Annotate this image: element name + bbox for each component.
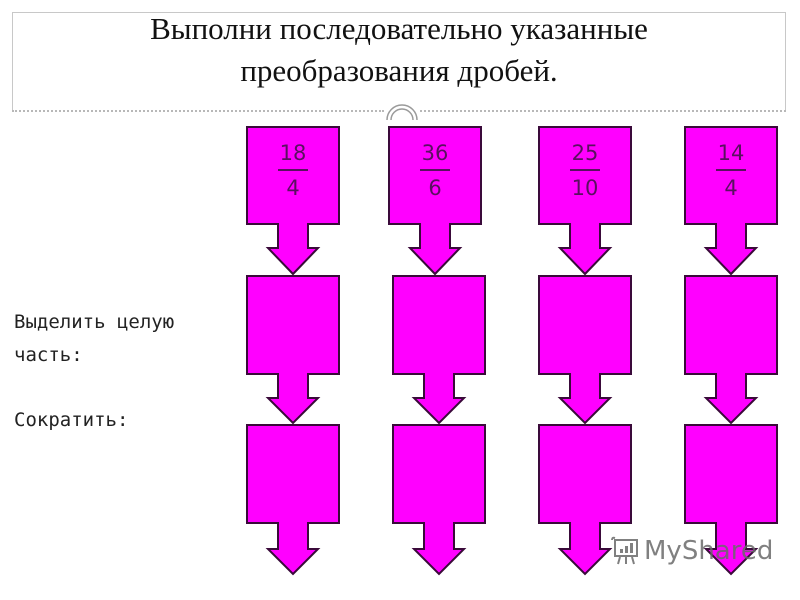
arch-ornament-icon [386, 104, 418, 120]
fraction-column-4: 14 4 [684, 126, 778, 576]
flow-arrows-shape [538, 126, 632, 576]
slide-title: Выполни последовательно указанные преобр… [12, 8, 786, 92]
title-frame [12, 12, 786, 110]
denominator: 10 [571, 176, 599, 200]
fraction: 18 4 [246, 140, 340, 201]
flow-arrows-shape [388, 126, 486, 576]
title-divider-left [12, 110, 384, 112]
watermark-text: MyShared [644, 536, 774, 566]
watermark: MyShared [610, 536, 773, 566]
title-line-1: Выполни последовательно указанные [150, 11, 648, 46]
presentation-board-icon [611, 536, 638, 565]
fraction: 36 6 [388, 140, 482, 201]
fraction: 25 10 [538, 140, 632, 201]
fraction-column-2: 36 6 [388, 126, 486, 576]
fraction-bar [420, 169, 450, 171]
fraction-bar [716, 169, 746, 171]
step-label-reduce: Сократить: [14, 409, 129, 431]
step-label-line-2: часть: [14, 344, 83, 366]
denominator: 4 [286, 176, 300, 200]
fraction-column-1: 18 4 [246, 126, 340, 576]
title-divider-right [420, 110, 786, 112]
fraction-bar [570, 169, 600, 171]
denominator: 4 [724, 176, 738, 200]
flow-arrows-shape [684, 126, 778, 576]
fraction-column-3: 25 10 [538, 126, 632, 576]
numerator: 14 [717, 141, 745, 165]
numerator: 18 [279, 141, 307, 165]
fraction-bar [278, 169, 308, 171]
denominator: 6 [428, 176, 442, 200]
title-line-2: преобразования дробей. [240, 53, 558, 88]
numerator: 36 [421, 141, 449, 165]
flow-arrows-shape [246, 126, 340, 576]
step-label-whole-part: Выделить целую часть: [14, 306, 214, 372]
numerator: 25 [571, 141, 599, 165]
fraction: 14 4 [684, 140, 778, 201]
step-label-line-1: Выделить целую [14, 311, 175, 333]
